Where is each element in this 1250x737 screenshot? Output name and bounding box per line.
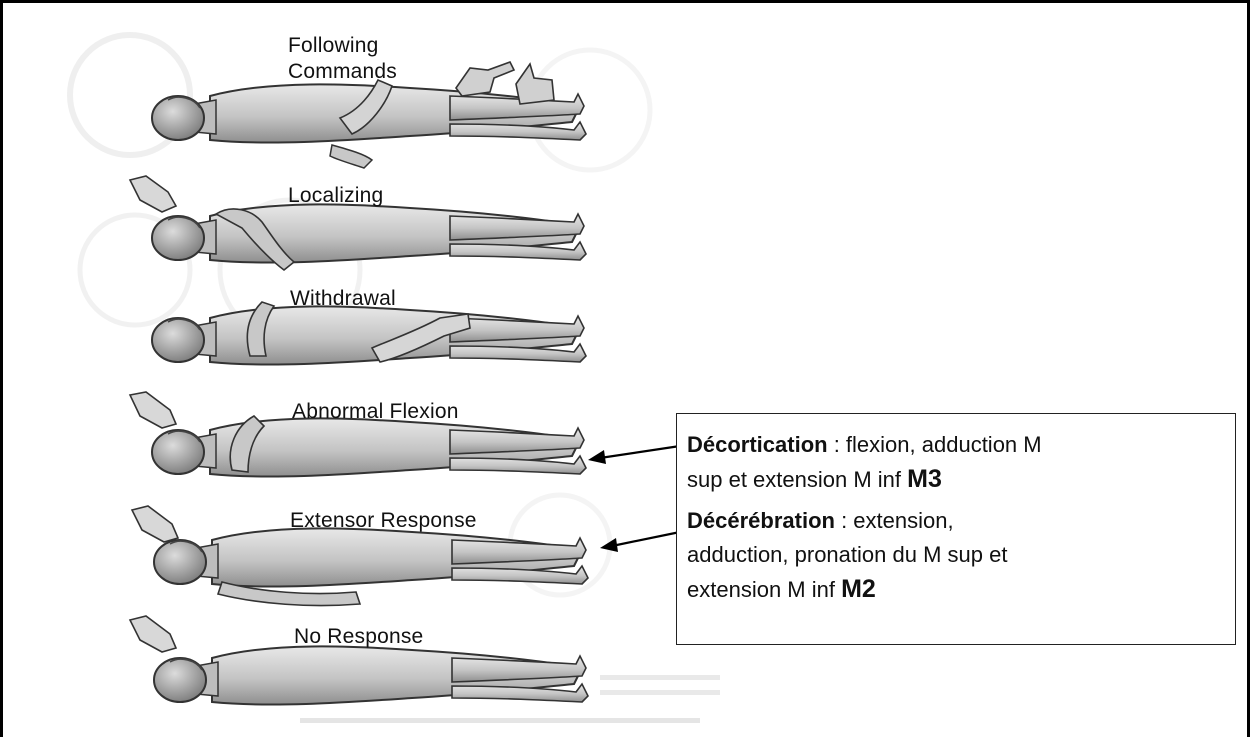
- decortication-desc-2: sup et extension M inf: [687, 467, 907, 492]
- label-withdrawal: Withdrawal: [290, 287, 396, 311]
- label-abnormal-flexion: Abnormal Flexion: [292, 400, 459, 424]
- label-following-commands-line2: Commands: [288, 60, 397, 84]
- decerebration-paragraph: Décérébration : extension, adduction, pr…: [687, 504, 1227, 607]
- label-localizing: Localizing: [288, 184, 383, 208]
- stimulus-hand-icon: [130, 616, 176, 652]
- stimulus-hand-icon: [130, 176, 176, 212]
- decerebration-desc-3: extension M inf: [687, 577, 841, 602]
- decerebration-desc-1: : extension,: [835, 508, 954, 533]
- figure-withdrawal: [152, 302, 586, 365]
- stimulus-hand-icon: [130, 392, 176, 428]
- decerebration-term: Décérébration: [687, 508, 835, 533]
- arrow-decerebration: [600, 532, 680, 552]
- decortication-paragraph: Décortication : flexion, adduction M sup…: [687, 428, 1227, 497]
- decortication-desc-1: : flexion, adduction M: [828, 432, 1042, 457]
- decerebration-desc-2: adduction, pronation du M sup et: [687, 542, 1007, 567]
- label-following-commands-line1: Following: [288, 34, 379, 58]
- decerebration-grade: M2: [841, 575, 876, 603]
- posturing-callout-box: Décortication : flexion, adduction M sup…: [676, 413, 1236, 645]
- label-extensor-response: Extensor Response: [290, 509, 477, 533]
- decortication-grade: M3: [907, 465, 942, 493]
- stimulus-hand-icon: [132, 506, 178, 542]
- label-no-response: No Response: [294, 625, 423, 649]
- decortication-term: Décortication: [687, 432, 828, 457]
- arrow-decortication: [588, 446, 680, 464]
